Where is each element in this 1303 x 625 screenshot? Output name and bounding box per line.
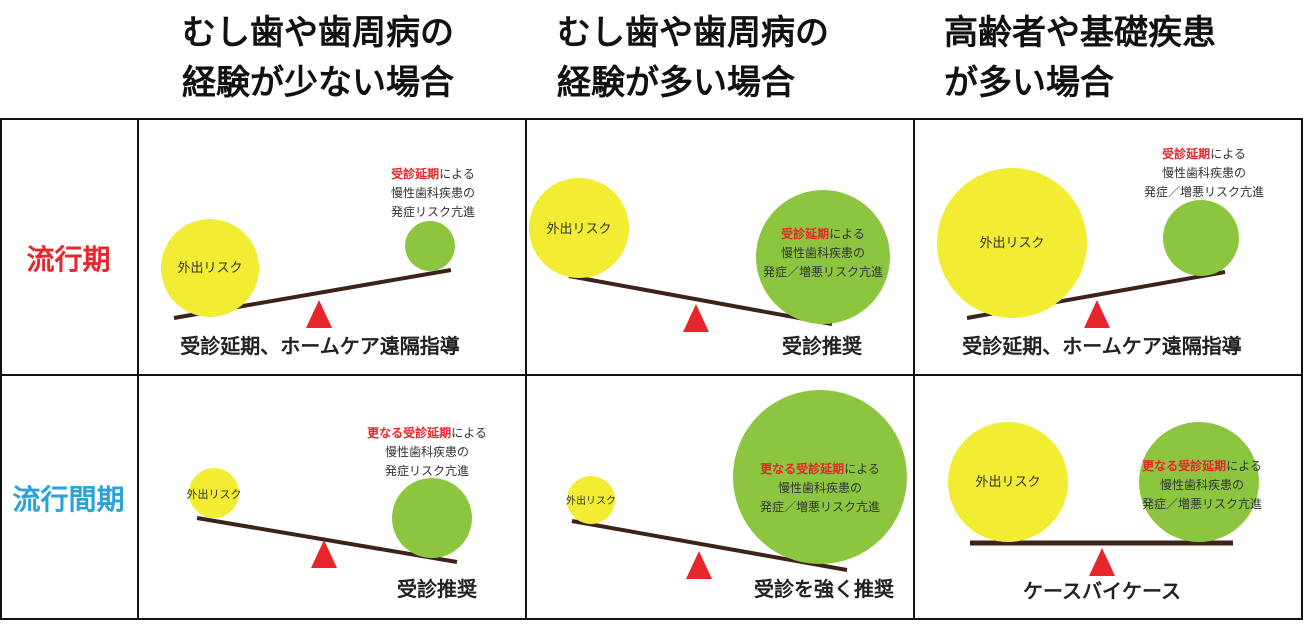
column-heading-1-line2: 経験が少ない場合 [182,63,454,103]
fulcrum-triangle [311,540,337,568]
grid-line-middle [0,374,1303,376]
row-label-inter-epidemic: 流行間期 [12,483,125,516]
outing-risk-label: 外出リスク [187,487,242,501]
grid-line-label-col [137,118,139,620]
row-label-epidemic: 流行期 [26,243,111,276]
delay-rest: による [1210,147,1246,161]
column-heading-2-line1: むし歯や歯周病の [557,13,829,53]
dental-risk-text-line3: 発症／増悪リスク亢進 [760,499,880,514]
fulcrum-triangle [306,300,332,328]
fulcrum-triangle [686,551,712,579]
column-heading-3-line2: が多い場合 [944,63,1114,103]
recommendation-caption: 受診を強く推奨 [754,577,895,601]
dental-risk-text-line2: 慢性歯科疾患の [1160,477,1244,492]
dental-risk-circle [392,478,472,558]
dental-risk-text-line3: 発症／増悪リスク亢進 [763,264,883,279]
dental-risk-text-line1: 更なる受診延期による [760,461,880,476]
outing-risk-label: 外出リスク [979,236,1044,251]
dental-risk-text-line1: 受診延期による [781,226,865,241]
dental-risk-text-line2: 慢性歯科疾患の [385,444,469,459]
outing-risk-circle [937,168,1087,318]
dental-risk-text-line1: 更なる受診延期による [367,425,487,440]
dental-risk-circle [1139,422,1259,542]
seesaw-beam [568,274,833,326]
column-heading-3-line1: 高齢者や基礎疾患 [944,13,1216,53]
outing-risk-circle [189,468,239,518]
delay-rest: による [844,462,880,476]
dental-risk-circle [405,221,455,271]
column-heading-1-line1: むし歯や歯周病の [182,13,454,53]
recommendation-caption: 受診推奨 [397,577,478,601]
delay-emphasis: 受診延期 [1162,146,1210,161]
delay-emphasis: 更なる受診延期 [367,425,451,440]
cell-inter-epidemic-low-experience: 外出リスク 更なる受診延期による 慢性歯科疾患の 発症リスク亢進 受診推奨 [139,376,525,618]
fulcrum-triangle [1089,548,1115,576]
cell-epidemic-elderly: 外出リスク 受診延期による 慢性歯科疾患の 発症／増悪リスク亢進 受診延期、ホー… [915,120,1301,374]
delay-rest: による [451,426,487,440]
dental-risk-text-line3: 発症リスク亢進 [391,204,475,219]
recommendation-caption: ケースバイケース [1023,579,1181,603]
outing-risk-label: 外出リスク [975,475,1040,490]
delay-emphasis: 受診延期 [781,226,829,241]
delay-rest: による [1226,459,1262,473]
grid-line-left [0,118,2,620]
dental-risk-text-line3: 発症／増悪リスク亢進 [1144,184,1264,199]
column-heading-2: むし歯や歯周病の 経験が多い場合 [557,8,829,108]
dental-risk-text-line1: 受診延期による [391,166,475,181]
recommendation-caption: 受診延期、ホームケア遠隔指導 [962,334,1241,358]
seesaw-diagram: 外出リスク 更なる受診延期による 慢性歯科疾患の 発症／増悪リスク亢進 受診を強… [566,390,907,601]
column-heading-3: 高齢者や基礎疾患 が多い場合 [944,8,1216,108]
seesaw-diagram: 外出リスク 受診延期による 慢性歯科疾患の 発症／増悪リスク亢進 受診推奨 [529,178,890,358]
grid-line-col-1 [525,118,527,620]
seesaw-diagram: 外出リスク 更なる受診延期による 慢性歯科疾患の 発症／増悪リスク亢進 ケースバ… [948,422,1262,603]
outing-risk-label: 外出リスク [177,261,242,276]
dental-risk-circle [733,390,907,564]
grid-line-bottom [0,618,1303,620]
seesaw-beam [196,516,458,564]
recommendation-caption: 受診推奨 [782,334,863,358]
outing-risk-circle [161,219,259,317]
outing-risk-label: 外出リスク [566,494,616,507]
dental-risk-text-line2: 慢性歯科疾患の [778,480,862,495]
grid-line-right [1301,118,1303,620]
outing-risk-circle [529,178,629,278]
seesaw-diagram: 外出リスク 受診延期による 慢性歯科疾患の 発症リスク亢進 受診延期、ホームケア… [161,166,475,358]
fulcrum-triangle [683,304,709,332]
column-heading-1: むし歯や歯周病の 経験が少ない場合 [182,8,454,108]
grid-line-top [0,118,1303,120]
cell-epidemic-high-experience: 外出リスク 受診延期による 慢性歯科疾患の 発症／増悪リスク亢進 受診推奨 [527,120,913,374]
dental-risk-text-line2: 慢性歯科疾患の [1162,165,1246,180]
outing-risk-circle [948,422,1068,542]
delay-emphasis: 受診延期 [391,166,439,181]
column-heading-2-line2: 経験が多い場合 [557,63,795,103]
dental-risk-text-line1: 更なる受診延期による [1142,458,1262,473]
cell-epidemic-low-experience: 外出リスク 受診延期による 慢性歯科疾患の 発症リスク亢進 受診延期、ホームケア… [139,120,525,374]
delay-emphasis: 更なる受診延期 [760,461,844,476]
dental-risk-text-line3: 発症／増悪リスク亢進 [1142,496,1262,511]
cell-inter-epidemic-elderly: 外出リスク 更なる受診延期による 慢性歯科疾患の 発症／増悪リスク亢進 ケースバ… [915,376,1301,618]
dental-risk-text-line2: 慢性歯科疾患の [391,185,475,200]
seesaw-diagram: 外出リスク 更なる受診延期による 慢性歯科疾患の 発症リスク亢進 受診推奨 [187,425,487,601]
dental-risk-text-line3: 発症リスク亢進 [385,463,469,478]
seesaw-diagram: 外出リスク 受診延期による 慢性歯科疾患の 発症／増悪リスク亢進 受診延期、ホー… [937,146,1264,358]
delay-rest: による [439,167,475,181]
dental-risk-circle [756,190,890,324]
outing-risk-label: 外出リスク [546,222,611,237]
dental-risk-text-line2: 慢性歯科疾患の [781,245,865,260]
cell-inter-epidemic-high-experience: 外出リスク 更なる受診延期による 慢性歯科疾患の 発症／増悪リスク亢進 受診を強… [527,376,913,618]
recommendation-caption: 受診延期、ホームケア遠隔指導 [180,334,459,358]
delay-rest: による [829,227,865,241]
outing-risk-circle [567,476,615,524]
grid-line-col-2 [913,118,915,620]
fulcrum-triangle [1084,300,1110,328]
dental-risk-circle [1163,200,1239,276]
dental-risk-text-line1: 受診延期による [1162,146,1246,161]
delay-emphasis: 更なる受診延期 [1142,458,1226,473]
